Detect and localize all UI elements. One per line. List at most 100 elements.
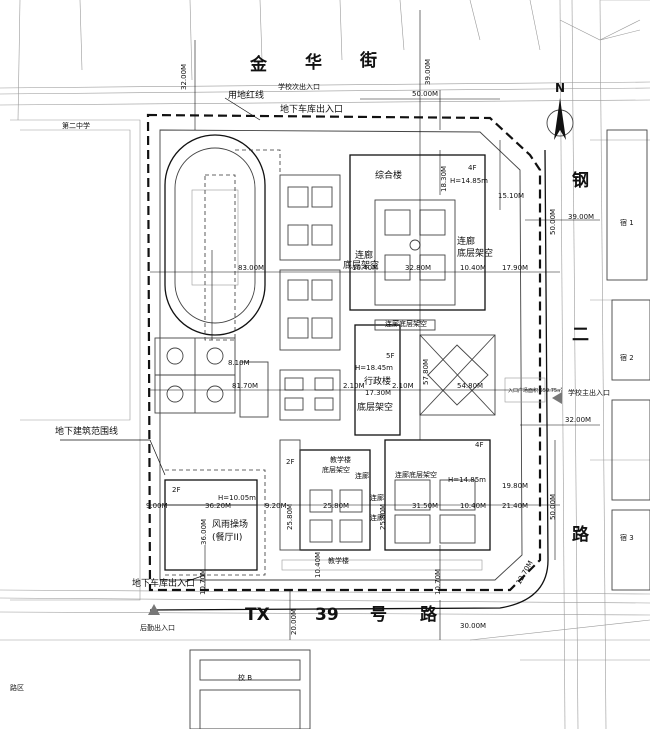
street-south-2: 39	[315, 605, 339, 625]
teaching-ground-top: 底层架空	[322, 465, 350, 474]
dim-31-5: 31.50M	[412, 502, 438, 510]
gym-name2: (餐厅II)	[212, 531, 242, 543]
main-gate-plaza-label: 入口广场面积 559.75㎡	[508, 387, 562, 394]
north-letter: N	[555, 81, 565, 95]
building-b-label: 校 B	[238, 673, 252, 682]
complex-building-label: 综合楼	[375, 169, 402, 181]
dim-83: 83.00M	[238, 264, 264, 272]
dim-25-8v1: 25.80M	[286, 504, 294, 530]
street-north-1: 金	[249, 54, 268, 75]
teaching-building-top: 教学楼	[330, 455, 351, 464]
underground-range-label: 地下建筑范围线	[55, 425, 118, 437]
dim-10-4a: 10.40M	[352, 264, 378, 272]
street-south-3: 号	[370, 605, 387, 625]
garage-entrance-bottom: 地下车库出入口	[132, 577, 195, 589]
dim-2-1a: 2.10M	[343, 382, 365, 390]
complex-building	[349, 154, 486, 311]
dim-15-1: 15.10M	[498, 192, 524, 200]
bottom-teaching-buildings	[279, 439, 491, 571]
dim-20-bottom: 20.00M	[290, 609, 298, 635]
dim-32-8: 32.80M	[405, 264, 431, 272]
street-south-1: TX	[245, 605, 270, 625]
small-floor: 2F	[286, 458, 294, 466]
dim-18-3: 18.30M	[440, 166, 448, 192]
dim-17-9: 17.90M	[502, 264, 528, 272]
teaching-building-bottom: 教学楼	[328, 556, 349, 565]
teaching-right-height: H=14.85m	[448, 476, 486, 484]
dim-25-8a: 25.80M	[323, 502, 349, 510]
main-gate-marker	[552, 392, 562, 404]
dim-2-1b: 2.10M	[392, 382, 414, 390]
dim-9-0: 9.00M	[146, 502, 168, 510]
right-context-blocks	[189, 129, 650, 729]
corridor-right-top: 连廊	[457, 235, 475, 247]
site-inner-line	[159, 129, 523, 581]
street-north-2: 华	[305, 52, 322, 73]
dim-81: 81.70M	[232, 382, 258, 390]
rear-gate-label: 后勤出入口	[140, 623, 175, 632]
dim-36-v: 36.00M	[200, 519, 208, 545]
dim-39-top: 39.00M	[424, 59, 432, 85]
school2-label: 第二中学	[62, 121, 90, 130]
dim-19-8: 19.80M	[502, 482, 528, 490]
street-north-3: 街	[359, 50, 377, 71]
admin-floors: 5F	[386, 352, 394, 360]
dim-21-4: 21.40M	[502, 502, 528, 510]
street-east-3: 路	[572, 524, 590, 545]
corridor-left-top: 连廊	[355, 249, 373, 261]
garage-entrance-top: 地下车库出入口	[280, 103, 343, 115]
underground-range	[204, 174, 236, 341]
building-r2-label: 宿 2	[620, 353, 634, 362]
building-r3-label: 宿 3	[620, 533, 634, 542]
street-south-4: 路	[420, 604, 438, 625]
dim-17-3: 17.30M	[365, 389, 391, 397]
corridor-c3: 连廊	[370, 513, 384, 522]
dim-8-1: 8.10M	[228, 359, 250, 367]
admin-ground-label: 底层架空	[357, 401, 393, 413]
secondary-gate-label: 学校次出入口	[278, 82, 320, 91]
dimension-lines	[150, 10, 600, 640]
land-red-line-label: 用地红线	[228, 89, 264, 101]
street-east-1: 钢	[572, 170, 589, 191]
leader-lines	[60, 97, 261, 583]
corridor-c1: 连廊	[355, 471, 369, 480]
corridor-middle-bottom: 连廊底层架空	[395, 470, 437, 479]
dim-10-4b: 10.40M	[460, 264, 486, 272]
rear-gate-marker	[148, 604, 160, 615]
main-gate-label: 学校主出入口	[568, 388, 610, 397]
dim-9-2: 9.20M	[265, 502, 287, 510]
left-classroom-blocks	[279, 174, 341, 421]
dim-50-top: 50.00M	[412, 90, 438, 98]
gym-height: H=10.05m	[218, 494, 256, 502]
teaching-right-floors: 4F	[475, 441, 483, 449]
corridor-right-top2: 底层架空	[457, 247, 493, 259]
dim-32-right: 32.00M	[565, 416, 591, 424]
dim-30-bottom: 30.00M	[460, 622, 486, 630]
dim-36-2: 36.20M	[205, 502, 231, 510]
dim-39-right: 39.00M	[568, 213, 594, 221]
dim-12-7: 12.70M	[515, 559, 535, 586]
complex-floors: 4F	[468, 164, 476, 172]
land-red-line	[146, 113, 542, 592]
admin-height: H=18.45m	[355, 364, 393, 372]
gym-floors: 2F	[172, 486, 180, 494]
street-east-2: 二	[572, 325, 589, 345]
underground-range-line2	[165, 149, 281, 576]
complex-height: H=14.85m	[450, 177, 488, 185]
dim-10-4c: 10.40M	[460, 502, 486, 510]
dim-10-4v: 10.40M	[314, 552, 322, 578]
gym-name1: 风雨操场	[212, 518, 248, 530]
east-road-curve	[149, 149, 549, 611]
corridor-left-top2: 底层架空	[343, 259, 379, 271]
north-arrow	[546, 98, 574, 140]
bottom-left-label: 路区	[10, 683, 24, 692]
dim-32: 32.00M	[180, 64, 188, 90]
running-track	[164, 134, 266, 336]
corridor-middle-top: 连廊底层架空	[385, 319, 427, 328]
building-r1-label: 宿 1	[620, 218, 634, 227]
dim-54-8: 54.80M	[457, 382, 483, 390]
dim-57-8: 57.80M	[422, 359, 430, 385]
dim-50-right: 50.00M	[549, 209, 557, 235]
